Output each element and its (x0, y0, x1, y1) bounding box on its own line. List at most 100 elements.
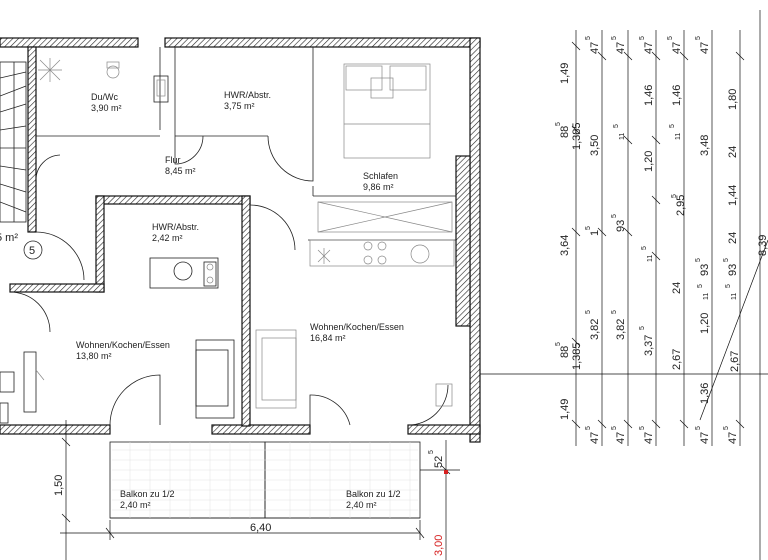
dim-col5-7: 47 (699, 432, 711, 444)
dim-col1-4-sup: 5 (555, 342, 562, 346)
dim-col3-4: 3,82 (615, 319, 627, 340)
room-duwc-name: Du/Wc (91, 92, 119, 102)
room-wohnen-left-area: 13,80 m² (76, 351, 112, 361)
tick-small-7: 5 (725, 284, 732, 288)
tick-small-9: 5 (669, 124, 676, 128)
dim-col6-7-sup: 5 (723, 426, 730, 430)
right-dimension-chains: 1,49 88 5 1,385 3,64 88 5 1,385 1,49 47 … (555, 10, 768, 560)
room-hwr1-name: HWR/Abstr. (224, 90, 271, 100)
dim-col6-3: 1,44 (727, 185, 739, 206)
dim-col4-2: 1,20 (643, 151, 655, 172)
dim-col1-0: 1,49 (559, 63, 571, 84)
room-wohnen-right-area: 16,84 m² (310, 333, 346, 343)
dim-col4-5: 2,67 (671, 349, 683, 370)
dim-col1-1-sup: 5 (555, 122, 562, 126)
dim-col6-5-sup: 5 (723, 258, 730, 262)
wall-lower-left (9, 283, 105, 293)
room-partial-area: 5 m² (0, 232, 18, 244)
dim-col2-2-sup: 5 (585, 226, 592, 230)
room-balkon-left-name: Balkon zu 1/2 (120, 489, 175, 499)
dim-col4-6: 47 (643, 432, 655, 444)
room-flur-area: 8,45 m² (165, 166, 196, 176)
dim-col1-1: 88 (559, 126, 571, 138)
dim-col1-6: 1,49 (559, 399, 571, 420)
dim-col5-3: 24 (671, 282, 683, 294)
dim-col6-2: 24 (727, 146, 739, 158)
dim-col1-5: 1,385 (571, 342, 583, 370)
room-wohnen-left-name: Wohnen/Kochen/Essen (76, 340, 170, 350)
room-wohnen-right-name: Wohnen/Kochen/Essen (310, 322, 404, 332)
tick-small-5: 5 (697, 284, 704, 288)
dim-col6-0-sup: 5 (695, 36, 702, 40)
room-balkon-left-area: 2,40 m² (120, 500, 151, 510)
dim-red-marker (444, 470, 448, 474)
unit-number: 5 (29, 245, 35, 257)
dim-col2-2: 1 (589, 230, 601, 236)
dim-col4-6-sup: 5 (639, 426, 646, 430)
dim-col4-0-sup: 5 (639, 36, 646, 40)
room-hwr2-area: 2,42 m² (152, 233, 183, 243)
dim-col4-4: 3,37 (643, 335, 655, 356)
dim-col5-0-sup: 5 (667, 36, 674, 40)
dim-col6-0: 47 (699, 42, 711, 54)
dim-col6-5: 93 (727, 264, 739, 276)
dim-col6-1: 1,80 (727, 89, 739, 110)
dim-col3-0: 47 (615, 42, 627, 54)
dim-col2-4-sup: 5 (585, 310, 592, 314)
dim-col7-0: 8,39 (757, 235, 768, 256)
dim-col2-5-sup: 5 (585, 426, 592, 430)
dim-col2-5: 47 (589, 432, 601, 444)
dim-col1-4: 88 (559, 346, 571, 358)
balcony-grid (112, 442, 418, 518)
room-flur-name: Flur (165, 155, 181, 165)
unit-number-circle (23, 240, 43, 260)
dim-col5-2: 3,48 (699, 135, 711, 156)
dim-col5-1: 1,46 (671, 85, 683, 106)
dim-bottom-width: 6,40 (250, 522, 271, 534)
bottom-dimensions: 6,40 1,50 1,49 52 5 3,00 (53, 420, 460, 560)
dim-col6-7: 47 (727, 432, 739, 444)
dim-col4-1: 1,46 (643, 85, 655, 106)
dim-col4-0: 47 (643, 42, 655, 54)
wall-top-right (164, 37, 481, 48)
dim-col5-4: 93 (699, 264, 711, 276)
dim-col1-3: 3,64 (559, 235, 571, 256)
dim-col2-0-sup: 5 (585, 36, 592, 40)
room-hwr2-name: HWR/Abstr. (152, 222, 199, 232)
dim-col6-4: 24 (727, 232, 739, 244)
doors (9, 135, 449, 426)
wall-top-left (0, 37, 139, 48)
dim-red-300: 3,00 (433, 535, 445, 556)
room-labels: Du/Wc 3,90 m² HWR/Abstr. 3,75 m² Flur 8,… (0, 90, 404, 510)
dim-col3-3-sup: 5 (611, 214, 618, 218)
dim-col4-3-sup: 5 (671, 194, 678, 198)
dim-col2-0: 47 (589, 42, 601, 54)
room-schlafen-name: Schlafen (363, 171, 398, 181)
wall-bottom-2 (211, 424, 311, 435)
tick-small-2: 11 (647, 255, 654, 262)
dim-col5-4-sup: 5 (695, 258, 702, 262)
tick-small-1: 5 (613, 124, 620, 128)
room-hwr1-area: 3,75 m² (224, 101, 255, 111)
tick-small-3: 5 (641, 246, 648, 250)
wall-hwr2-right (241, 195, 251, 427)
room-balkon-right-area: 2,40 m² (346, 500, 377, 510)
dim-col3-5-sup: 5 (611, 426, 618, 430)
dim-col2-4: 3,82 (589, 319, 601, 340)
dim-balcony-depth: 1,50 (53, 475, 65, 496)
tick-small-4: 11 (703, 293, 710, 300)
tick-small-6: 11 (731, 293, 738, 300)
walls (0, 37, 481, 443)
wall-bottom-3 (407, 424, 481, 435)
wall-stair (27, 46, 37, 233)
dim-col3-5: 47 (615, 432, 627, 444)
dim-col5-7-sup: 5 (695, 426, 702, 430)
dim-small-52: 52 (433, 456, 445, 468)
tick-small-0: 11 (619, 133, 626, 140)
dim-col1-2: 1,385 (571, 122, 583, 150)
dim-small-52-sup: 5 (428, 450, 435, 454)
room-schlafen-area: 9,86 m² (363, 182, 394, 192)
wall-right-inner (455, 155, 471, 327)
dim-col5-0: 47 (671, 42, 683, 54)
